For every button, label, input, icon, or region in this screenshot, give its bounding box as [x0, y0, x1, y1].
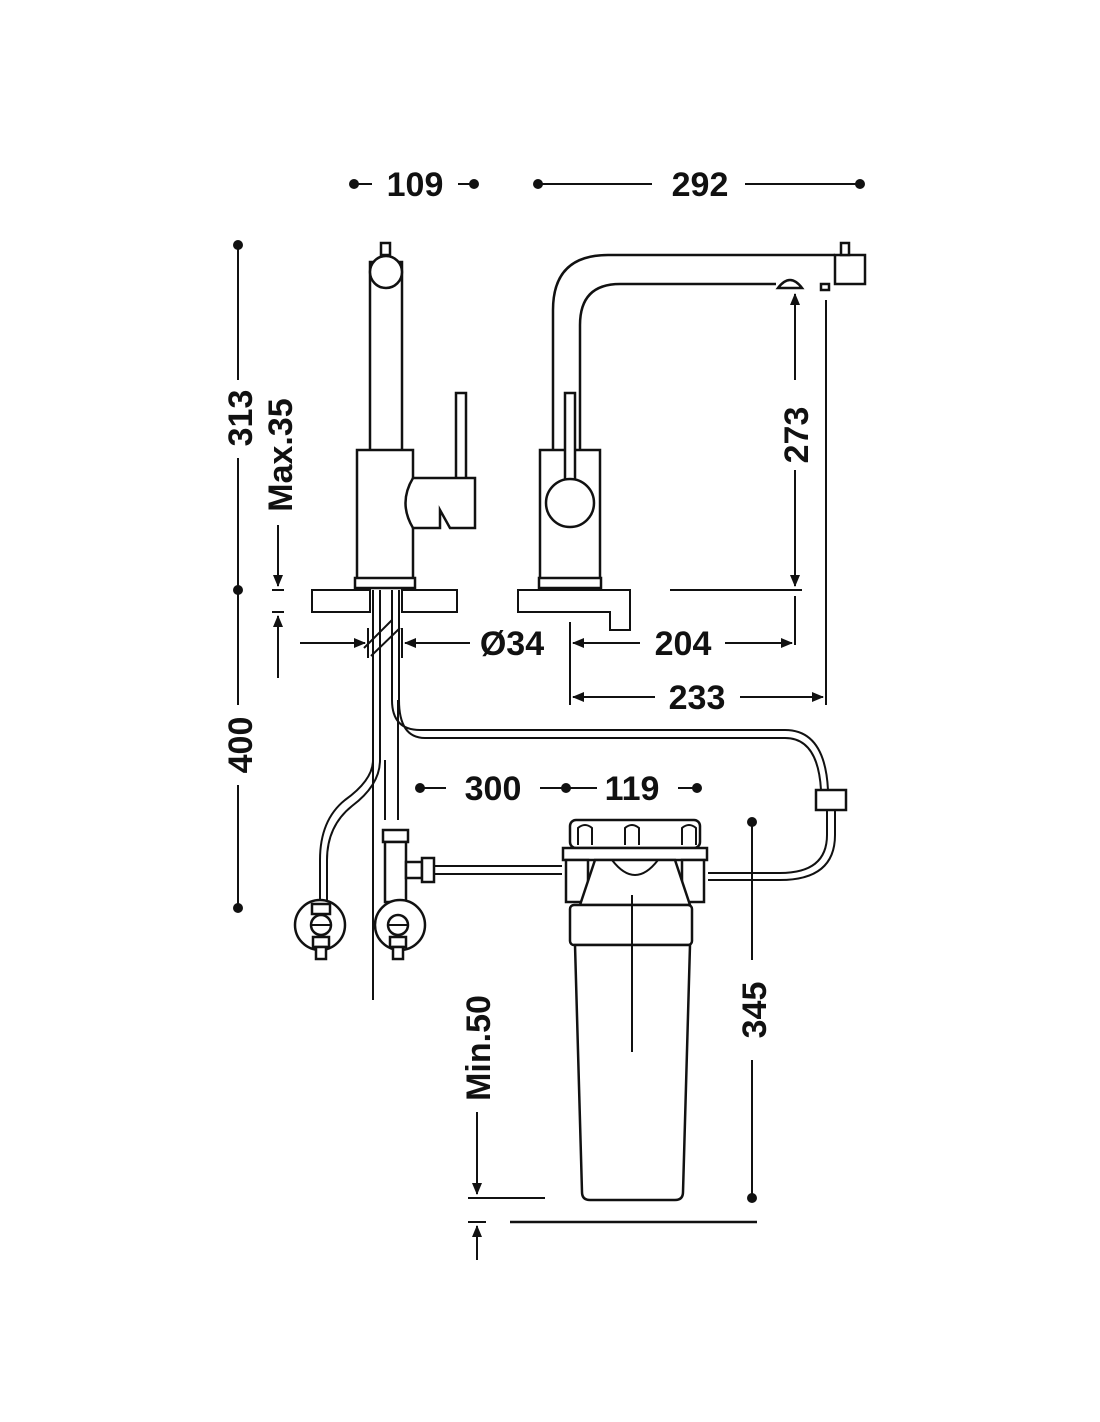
angle-valve-left [293, 898, 347, 961]
label-max35: Max.35 [262, 398, 300, 511]
label-233: 233 [669, 679, 726, 717]
label-204: 204 [655, 625, 712, 663]
label-diameter-34: Ø34 [480, 625, 544, 663]
label-345: 345 [736, 982, 774, 1039]
dimension-273: 273 [670, 293, 816, 591]
faucet-side-view [311, 241, 477, 1000]
dimension-min50: Min.50 [460, 995, 757, 1260]
label-313: 313 [222, 390, 260, 447]
dimension-300-119: 300 119 [415, 770, 702, 808]
water-filter [561, 818, 709, 1202]
label-300: 300 [465, 770, 522, 808]
dimension-345: 345 [736, 817, 774, 1203]
dimension-max35: Max.35 [262, 398, 300, 678]
dimension-109: 109 [349, 166, 479, 204]
dimension-diameter-34: Ø34 [300, 625, 544, 663]
label-400: 400 [222, 717, 260, 774]
dimension-313: 313 [222, 240, 260, 595]
dimension-292: 292 [533, 166, 865, 204]
label-119: 119 [605, 770, 660, 808]
faucet-front-view [517, 241, 867, 631]
dimension-204: 204 [569, 596, 796, 705]
label-273: 273 [778, 407, 816, 464]
angle-valve-right [373, 898, 427, 961]
label-109: 109 [387, 166, 444, 204]
label-min50: Min.50 [460, 995, 498, 1101]
label-292: 292 [672, 166, 729, 204]
dimension-233: 233 [572, 300, 827, 717]
supply-hoses [319, 699, 848, 905]
dimension-400: 400 [222, 590, 260, 913]
